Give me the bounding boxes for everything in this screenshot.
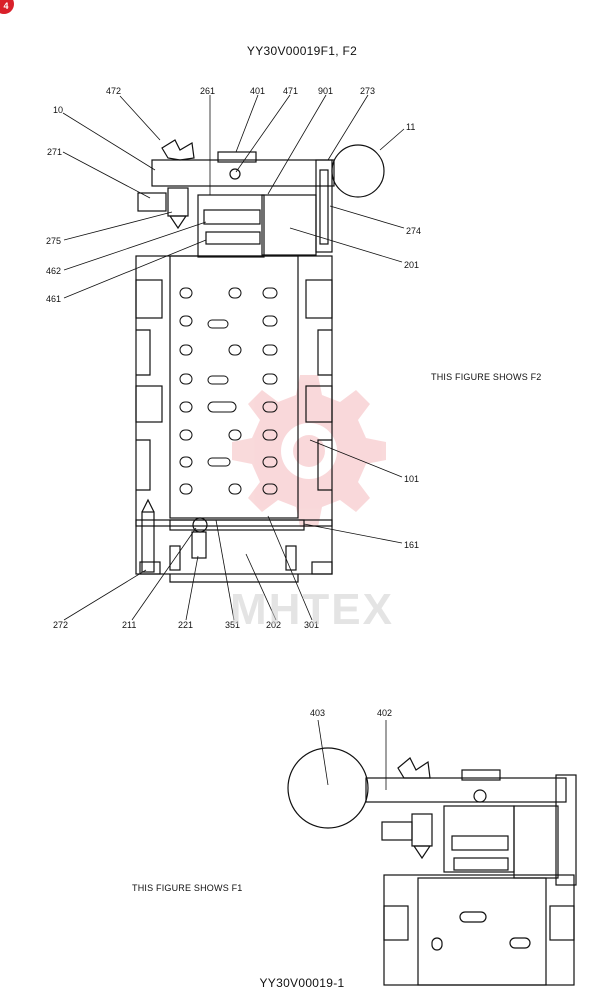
callout-402: 402 (377, 708, 393, 718)
page-badge: 4 (0, 0, 14, 14)
callout-11: 11 (406, 122, 416, 132)
callout-462: 462 (46, 266, 62, 276)
callout-461: 461 (46, 294, 62, 304)
callout-275: 275 (46, 236, 62, 246)
callout-401: 401 (250, 86, 266, 96)
wing-nut-icon (161, 139, 195, 161)
note-figure-f2: THIS FIGURE SHOWS F2 (431, 372, 542, 382)
figure-f2 (135, 139, 385, 583)
callout-221: 221 (178, 620, 194, 630)
note-figure-f1: THIS FIGURE SHOWS F1 (132, 883, 243, 893)
callout-403: 403 (310, 708, 326, 718)
callout-471: 471 (283, 86, 299, 96)
callout-261: 261 (200, 86, 216, 96)
callout-271: 271 (47, 147, 63, 157)
callout-273: 273 (360, 86, 376, 96)
page-badge-label: 4 (3, 1, 9, 11)
part-10-bar (151, 159, 335, 187)
ball-handle-icon (287, 747, 369, 829)
drawing-title: YY30V00019F1, F2 (246, 44, 358, 58)
callout-901: 901 (318, 86, 334, 96)
callout-161: 161 (404, 540, 420, 550)
watermark-gear-icon (232, 375, 386, 527)
callout-201: 201 (404, 260, 420, 270)
callout-10: 10 (53, 105, 64, 115)
callout-101: 101 (404, 474, 420, 484)
callout-272: 272 (53, 620, 69, 630)
callout-351: 351 (225, 620, 241, 630)
drawing-footer: YY30V00019-1 (259, 976, 345, 990)
figure-f1 (287, 747, 577, 986)
callout-472: 472 (106, 86, 122, 96)
ball-handle-icon (331, 144, 385, 198)
watermark-text: MHTEX (230, 585, 394, 634)
callout-274: 274 (406, 226, 422, 236)
callout-301: 301 (304, 620, 320, 630)
callout-211: 211 (122, 620, 137, 630)
leader-lines-f2 (62, 94, 405, 621)
wing-nut-icon (397, 757, 431, 779)
leader-lines-f1 (317, 719, 387, 790)
callout-202: 202 (266, 620, 282, 630)
